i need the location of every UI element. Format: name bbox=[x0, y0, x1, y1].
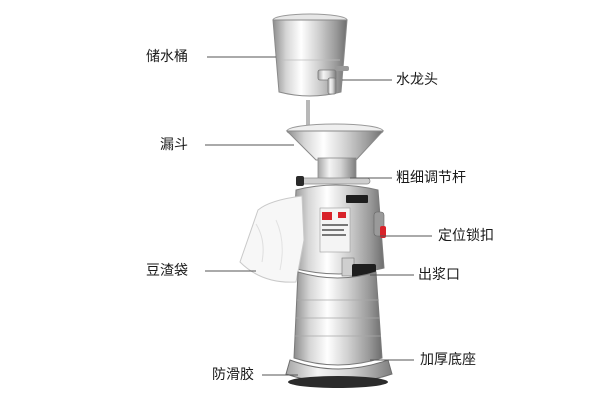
label-funnel: 漏斗 bbox=[160, 137, 188, 153]
label-positioning-lock: 定位锁扣 bbox=[438, 228, 494, 244]
okara-bag bbox=[239, 195, 305, 283]
positioning-lock-right bbox=[373, 211, 386, 238]
base-column bbox=[293, 271, 383, 366]
label-coarse-fine-lever: 粗细调节杆 bbox=[396, 170, 466, 186]
coarse-fine-lever bbox=[296, 176, 371, 186]
anti-slip-base bbox=[285, 359, 393, 388]
label-faucet: 水龙头 bbox=[396, 72, 438, 88]
label-okara-bag: 豆渣袋 bbox=[146, 263, 188, 279]
support-rod bbox=[306, 100, 310, 126]
label-milk-outlet: 出浆口 bbox=[418, 267, 460, 283]
leader-lines bbox=[205, 56, 432, 376]
funnel bbox=[285, 123, 385, 183]
label-anti-slip-rubber: 防滑胶 bbox=[212, 367, 254, 383]
faucet bbox=[317, 66, 349, 95]
label-storage-tank: 储水桶 bbox=[146, 49, 188, 65]
label-bottom-right: 加厚底座 bbox=[420, 352, 476, 368]
upper-housing bbox=[291, 184, 385, 275]
